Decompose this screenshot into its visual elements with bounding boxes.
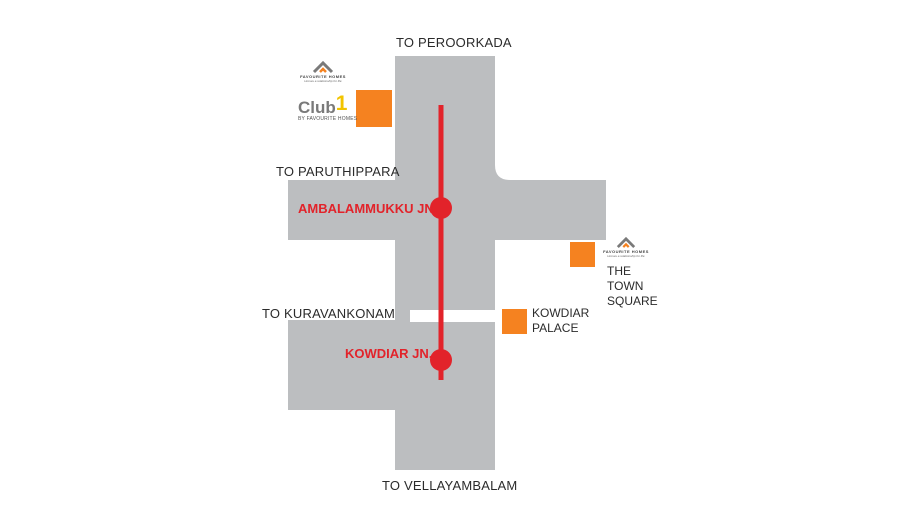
club1-name-number: 1: [335, 92, 348, 115]
town-square-tagline-text: Homes a relationship for life: [607, 254, 645, 258]
town-square-marker: [570, 242, 595, 267]
kowdiar-palace-marker: [502, 309, 527, 334]
club1-tagline-text: Homes a relationship for life: [304, 79, 342, 83]
town-square-line1: THE: [607, 264, 631, 278]
club1-logo: FAVOURITE HOMES Homes a relationship for…: [296, 60, 350, 83]
kowdiar-junction-marker: [430, 349, 452, 371]
town-square-logo: FAVOURITE HOMES Homes a relationship for…: [603, 236, 649, 258]
club1-subtitle: BY FAVOURITE HOMES: [298, 116, 358, 122]
direction-north-label: TO PEROORKADA: [396, 35, 512, 50]
ambalammukku-junction-marker: [430, 197, 452, 219]
road-network: [288, 56, 606, 470]
kowdiar-junction-label: KOWDIAR JN.: [345, 346, 433, 361]
club1-brand-text: FAVOURITE HOMES: [300, 74, 346, 79]
ambalammukku-junction-label: AMBALAMMUKKU JN.: [298, 201, 438, 216]
club1-marker: [356, 90, 392, 127]
direction-west-upper-label: TO PARUTHIPPARA: [276, 164, 400, 179]
kowdiar-palace-line2: PALACE: [532, 321, 579, 335]
town-square-label: THE TOWN SQUARE: [607, 264, 658, 309]
kowdiar-palace-label: KOWDIAR PALACE: [532, 306, 589, 336]
favourite-homes-roof-icon: [312, 60, 334, 74]
town-square-brand-text: FAVOURITE HOMES: [603, 249, 649, 254]
town-square-line3: SQUARE: [607, 294, 658, 308]
direction-west-lower-label: TO KURAVANKONAM: [262, 306, 396, 321]
favourite-homes-roof-icon: [616, 236, 636, 249]
town-square-line2: TOWN: [607, 279, 644, 293]
direction-south-label: TO VELLAYAMBALAM: [382, 478, 518, 493]
kowdiar-palace-line1: KOWDIAR: [532, 306, 590, 320]
club1-name: Club1: [298, 92, 347, 118]
club1-name-text: Club: [298, 98, 336, 117]
